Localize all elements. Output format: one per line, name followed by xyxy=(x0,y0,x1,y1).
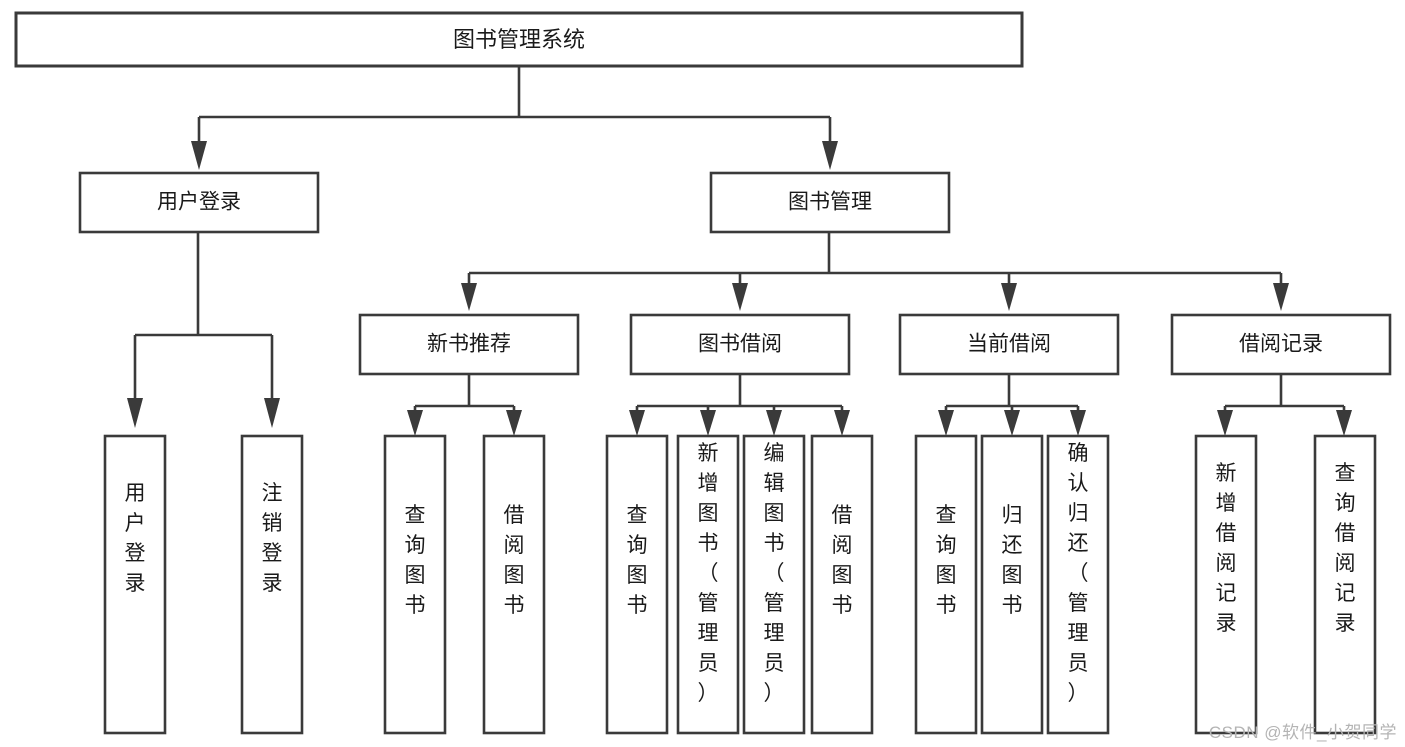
connector-group-borrow-record-to-leaves xyxy=(1217,375,1352,436)
node-leaf-add-record[interactable]: 新增借阅记录 xyxy=(1194,434,1258,735)
node-leaf-query-record-label: 查询借阅记录 xyxy=(1335,462,1356,635)
node-leaf-borrow-book-1[interactable]: 借阅图书 xyxy=(482,434,546,735)
arrow-head-leaf-edit-book xyxy=(766,410,782,436)
arrow-head-leaf-return-book xyxy=(1004,410,1020,436)
arrow-head-leaf-add-book xyxy=(700,410,716,436)
connector-group-book-borrow-to-leaves xyxy=(629,375,850,436)
arrow-head-borrow-record xyxy=(1273,283,1289,311)
node-current-borrow-rect[interactable] xyxy=(898,313,1120,376)
node-leaf-borrow-book-2-label: 借阅图书 xyxy=(832,504,853,617)
node-leaf-edit-book-label: 编辑图书（管理员） xyxy=(764,442,785,705)
node-root-label: 图书管理系统 xyxy=(453,27,585,52)
node-leaf-borrow-book-2-rect[interactable] xyxy=(810,434,874,735)
node-current-borrow[interactable]: 当前借阅 xyxy=(898,313,1120,376)
arrow-head-leaf-query-book-1 xyxy=(407,410,423,436)
arrow-head-book-management xyxy=(822,141,838,170)
node-leaf-query-book-3-label: 查询图书 xyxy=(936,504,957,617)
node-leaf-user-logout-rect[interactable] xyxy=(240,434,304,735)
node-leaf-edit-book-rect[interactable] xyxy=(742,434,806,735)
node-leaf-query-book-2-rect[interactable] xyxy=(605,434,669,735)
node-leaf-add-record-label: 新增借阅记录 xyxy=(1216,462,1237,635)
node-leaf-query-record[interactable]: 查询借阅记录 xyxy=(1313,434,1377,735)
node-leaf-user-login-label: 用户登录 xyxy=(125,482,146,595)
node-leaf-query-book-2-label: 查询图书 xyxy=(627,504,648,617)
node-leaf-confirm-return-label: 确认归还（管理员） xyxy=(1068,442,1089,705)
node-new-book-recommend-label: 新书推荐 xyxy=(427,333,511,356)
node-leaf-query-book-1[interactable]: 查询图书 xyxy=(383,434,447,735)
node-leaf-borrow-book-1-label: 借阅图书 xyxy=(504,504,525,617)
node-leaf-confirm-return-rect[interactable] xyxy=(1046,434,1110,735)
node-borrow-record-rect[interactable] xyxy=(1170,313,1392,376)
connector-group-root-to-level2 xyxy=(191,66,838,170)
node-root[interactable]: 图书管理系统 xyxy=(14,11,1024,68)
node-leaf-query-record-rect[interactable] xyxy=(1313,434,1377,735)
connector-group-user-login-to-leaves xyxy=(127,233,280,428)
arrow-head-leaf-confirm-return xyxy=(1070,410,1086,436)
node-leaf-query-book-1-label: 查询图书 xyxy=(405,504,426,617)
node-current-borrow-label: 当前借阅 xyxy=(967,333,1051,356)
node-leaf-query-book-1-rect[interactable] xyxy=(383,434,447,735)
node-book-borrow[interactable]: 图书借阅 xyxy=(629,313,851,376)
arrow-head-book-borrow xyxy=(732,283,748,311)
arrow-head-leaf-user-login xyxy=(127,398,143,428)
node-leaf-add-book-rect[interactable] xyxy=(676,434,740,735)
arrow-head-leaf-query-book-2 xyxy=(629,410,645,436)
arrow-head-leaf-query-book-3 xyxy=(938,410,954,436)
node-leaf-return-book-label: 归还图书 xyxy=(1002,504,1023,617)
arrow-head-user-login xyxy=(191,141,207,170)
arrow-head-leaf-borrow-book-2 xyxy=(834,410,850,436)
arrow-head-new-book-recommend xyxy=(461,283,477,311)
node-borrow-record[interactable]: 借阅记录 xyxy=(1170,313,1392,376)
node-leaf-return-book[interactable]: 归还图书 xyxy=(980,434,1044,735)
node-new-book-recommend-rect[interactable] xyxy=(358,313,580,376)
node-leaf-query-book-3-rect[interactable] xyxy=(914,434,978,735)
node-user-login-label: 用户登录 xyxy=(157,191,241,214)
connector-group-book-management-to-level3 xyxy=(461,233,1289,311)
node-leaf-user-login-rect[interactable] xyxy=(103,434,167,735)
node-user-login-rect[interactable] xyxy=(78,171,320,234)
node-user-login[interactable]: 用户登录 xyxy=(78,171,320,234)
node-leaf-add-book[interactable]: 新增图书（管理员） xyxy=(676,434,740,735)
arrow-head-current-borrow xyxy=(1001,283,1017,311)
arrow-head-leaf-user-logout xyxy=(264,398,280,428)
node-book-borrow-rect[interactable] xyxy=(629,313,851,376)
node-book-borrow-label: 图书借阅 xyxy=(698,333,782,356)
arrow-head-leaf-query-record xyxy=(1336,410,1352,436)
node-leaf-user-logout[interactable]: 注销登录 xyxy=(240,434,304,735)
connector-group-current-borrow-to-leaves xyxy=(938,375,1086,436)
node-leaf-query-book-3[interactable]: 查询图书 xyxy=(914,434,978,735)
node-root-rect[interactable] xyxy=(14,11,1024,68)
node-leaf-user-logout-label: 注销登录 xyxy=(262,482,283,595)
node-borrow-record-label: 借阅记录 xyxy=(1239,333,1323,356)
arrow-head-leaf-borrow-book-1 xyxy=(506,410,522,436)
node-leaf-edit-book[interactable]: 编辑图书（管理员） xyxy=(742,434,806,735)
node-leaf-borrow-book-1-rect[interactable] xyxy=(482,434,546,735)
node-book-management[interactable]: 图书管理 xyxy=(709,171,951,234)
node-leaf-user-login[interactable]: 用户登录 xyxy=(103,434,167,735)
node-book-management-rect[interactable] xyxy=(709,171,951,234)
connector-group-new-book-recommend-to-leaves xyxy=(407,375,522,436)
node-leaf-add-book-label: 新增图书（管理员） xyxy=(698,442,719,705)
arrow-head-leaf-add-record xyxy=(1217,410,1233,436)
node-leaf-query-book-2[interactable]: 查询图书 xyxy=(605,434,669,735)
node-book-management-label: 图书管理 xyxy=(788,191,872,214)
node-leaf-return-book-rect[interactable] xyxy=(980,434,1044,735)
node-leaf-add-record-rect[interactable] xyxy=(1194,434,1258,735)
node-new-book-recommend[interactable]: 新书推荐 xyxy=(358,313,580,376)
node-leaf-borrow-book-2[interactable]: 借阅图书 xyxy=(810,434,874,735)
node-leaf-confirm-return[interactable]: 确认归还（管理员） xyxy=(1046,434,1110,735)
